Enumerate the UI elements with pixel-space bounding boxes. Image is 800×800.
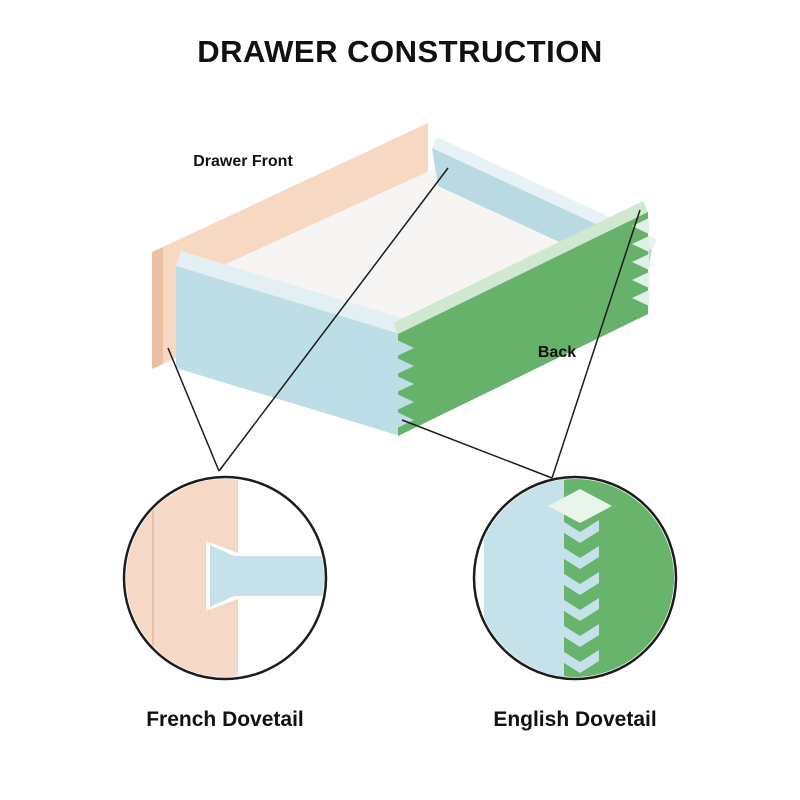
dovetail-chevron <box>561 624 599 647</box>
french-blue-board <box>210 545 324 607</box>
english-callout-line-left <box>401 419 553 479</box>
english-joint-top-face <box>548 489 612 523</box>
drawer-front-edge <box>152 247 163 369</box>
dovetail-tooth <box>632 272 649 288</box>
back-top-edge <box>393 201 648 334</box>
french-callout-line-right <box>218 167 449 472</box>
dovetail-teeth-left <box>397 340 414 428</box>
english-dovetail-caption: English Dovetail <box>493 708 656 731</box>
dovetail-chevron <box>561 572 599 595</box>
drawer-illustration: Drawer Front Back <box>152 123 657 436</box>
dovetail-tooth <box>632 236 649 252</box>
dovetail-tooth <box>397 340 414 356</box>
english-chevrons <box>561 520 599 673</box>
english-blue-side <box>484 479 564 677</box>
dovetail-chevron <box>561 598 599 621</box>
french-dovetail-caption: French Dovetail <box>146 708 304 731</box>
dovetail-tooth <box>397 394 414 410</box>
dovetail-tooth <box>632 290 649 306</box>
drawer-front-label: Drawer Front <box>193 153 293 170</box>
left-side-top-edge <box>176 251 405 334</box>
dovetail-tooth <box>397 376 414 392</box>
dovetail-chevron <box>561 520 599 543</box>
french-callout-line-left <box>167 347 220 472</box>
dovetail-chevron <box>561 546 599 569</box>
french-detail-content <box>126 479 324 677</box>
dovetail-tooth <box>632 218 649 234</box>
callout-lines <box>167 167 641 479</box>
dovetail-tooth <box>632 254 649 270</box>
page-title: DRAWER CONSTRUCTION <box>197 34 603 69</box>
english-callout-line-right <box>551 209 641 479</box>
back-label: Back <box>538 344 576 361</box>
dovetail-teeth-right <box>632 218 649 306</box>
dovetail-tooth <box>397 358 414 374</box>
dovetail-tooth <box>397 412 414 428</box>
back-face <box>398 212 648 436</box>
left-side-face <box>176 266 400 436</box>
dovetail-chevron <box>561 650 599 673</box>
